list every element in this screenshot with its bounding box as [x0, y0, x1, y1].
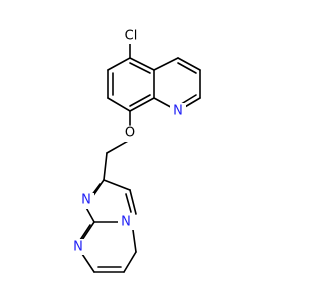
bridgehead-nitrogen-label: N — [121, 215, 131, 230]
bonds — [79, 41, 201, 273]
quinoline-nitrogen-label: N — [173, 104, 183, 119]
bond — [79, 224, 91, 241]
bond — [129, 94, 151, 107]
bond — [107, 97, 131, 112]
bond — [107, 57, 131, 71]
imidazole-nitrogen-label: N — [81, 193, 91, 208]
bond — [132, 229, 137, 253]
pyrimidine-nitrogen-label: N — [73, 240, 83, 255]
bond — [129, 62, 151, 74]
imidazole-nitrogen-atom: N — [78, 193, 94, 209]
bond — [177, 57, 201, 71]
bond — [81, 221, 95, 241]
bond — [103, 179, 131, 191]
quinoline-nitrogen-atom: N — [170, 103, 186, 119]
bond — [106, 139, 131, 154]
bond — [103, 152, 108, 181]
chlorine-atom: Cl — [120, 28, 142, 44]
molecule-structure: Cl O N N N N — [70, 28, 201, 273]
atom-labels: Cl O N N N N — [70, 28, 186, 255]
bond — [153, 57, 179, 71]
pyrimidine-nitrogen-atom: N — [70, 239, 86, 255]
bond — [129, 57, 155, 71]
bond — [81, 253, 95, 273]
ether-oxygen-label: O — [125, 126, 135, 141]
chlorine-label: Cl — [125, 29, 138, 44]
bond — [125, 193, 132, 213]
bond — [177, 62, 197, 74]
ether-oxygen-atom: O — [122, 126, 138, 142]
bridgehead-nitrogen-atom: N — [118, 214, 134, 230]
bond — [123, 251, 137, 273]
bond — [129, 97, 155, 112]
bond — [129, 189, 137, 215]
